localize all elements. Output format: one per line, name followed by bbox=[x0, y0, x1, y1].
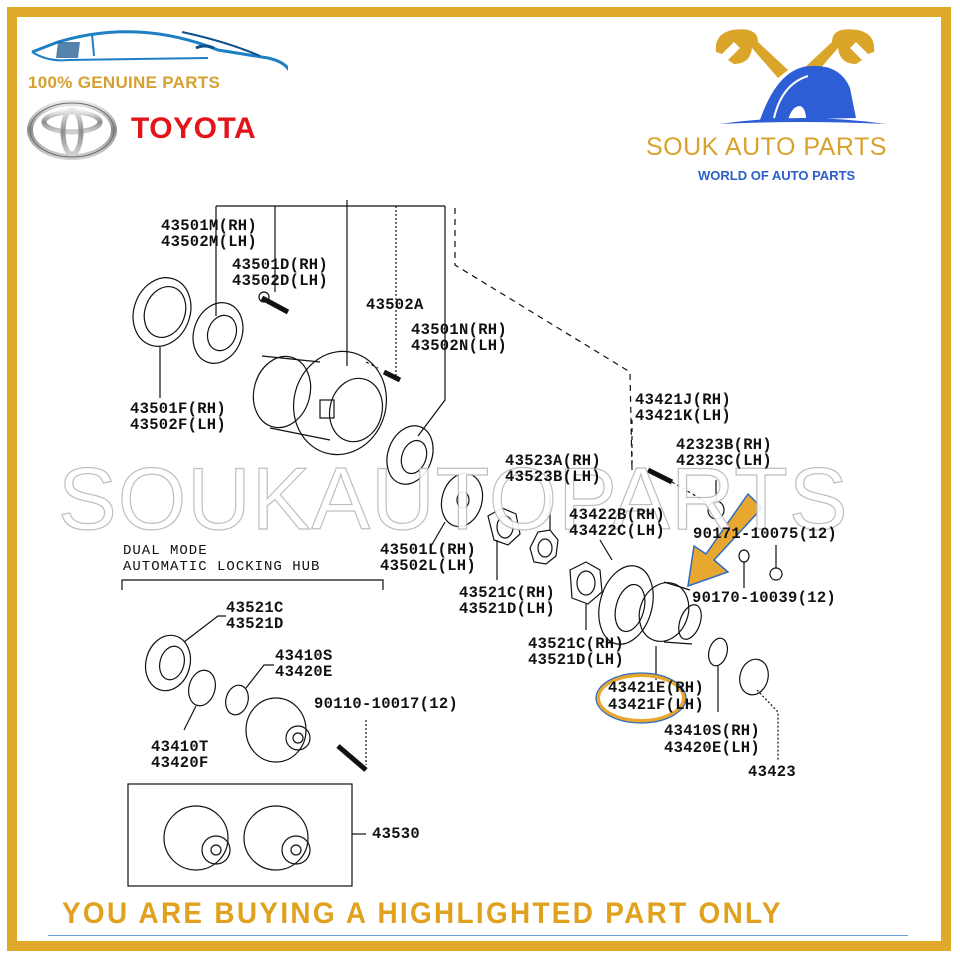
highlight-ring bbox=[596, 673, 686, 723]
part-label: 43410S bbox=[275, 647, 333, 665]
part-label: 43502L(LH) bbox=[380, 557, 477, 575]
footer-divider bbox=[48, 935, 908, 936]
part-label: 43521D(LH) bbox=[459, 600, 556, 618]
part-label: 43523A(RH) bbox=[505, 452, 602, 470]
seller-name: SOUK AUTO PARTS bbox=[646, 133, 887, 161]
genuine-parts-label: 100% GENUINE PARTS bbox=[28, 73, 221, 92]
part-label: 43502F(LH) bbox=[130, 416, 227, 434]
highlighted-part-label-lh: 43421F(LH) bbox=[608, 696, 705, 714]
part-label: 43501M(RH) bbox=[161, 217, 258, 235]
seller-tagline: WORLD OF AUTO PARTS bbox=[698, 168, 856, 183]
part-label: 43521C(RH) bbox=[528, 635, 625, 653]
part-label: 43421J(RH) bbox=[635, 391, 732, 409]
gold-frame bbox=[7, 7, 951, 951]
part-label: 43502D(LH) bbox=[232, 272, 329, 290]
part-label: 43521D(LH) bbox=[528, 651, 625, 669]
part-label: 43422C(LH) bbox=[569, 522, 666, 540]
part-label: 43410T bbox=[151, 738, 209, 756]
part-label: 43501L(RH) bbox=[380, 541, 477, 559]
part-label: 43502A bbox=[366, 296, 424, 314]
part-label: 90170-10039(12) bbox=[692, 589, 837, 607]
watermark: SOUKAUTOPARTS bbox=[57, 448, 849, 548]
part-label: 43521C(RH) bbox=[459, 584, 556, 602]
highlighted-part-label-rh: 43421E(RH) bbox=[608, 679, 705, 697]
part-label: 43530 bbox=[372, 825, 421, 843]
part-label: 43501D(RH) bbox=[232, 256, 329, 274]
purchase-notice: YOU ARE BUYING A HIGHLIGHTED PART ONLY bbox=[62, 897, 783, 930]
highlight-arrow-icon bbox=[687, 492, 764, 588]
part-label: 43422B(RH) bbox=[569, 506, 666, 524]
part-label: 43521C bbox=[226, 599, 284, 617]
part-label: 43502M(LH) bbox=[161, 233, 258, 251]
car-silhouette-icon bbox=[31, 30, 288, 72]
part-label: 43420E(LH) bbox=[664, 739, 761, 757]
part-label: 43421K(LH) bbox=[635, 407, 732, 425]
part-label: 43420F bbox=[151, 754, 209, 772]
part-label: 43502N(LH) bbox=[411, 337, 508, 355]
section-title: AUTOMATIC LOCKING HUB bbox=[123, 559, 321, 575]
part-label: 90110-10017(12) bbox=[314, 695, 459, 713]
part-label: 43410S(RH) bbox=[664, 722, 761, 740]
part-label: 43523B(LH) bbox=[505, 468, 602, 486]
section-title: DUAL MODE bbox=[123, 543, 208, 559]
part-label: 43501N(RH) bbox=[411, 321, 508, 339]
souk-logo-icon bbox=[715, 29, 886, 124]
part-label: 90171-10075(12) bbox=[693, 525, 838, 543]
part-label: 43423 bbox=[748, 763, 797, 781]
toyota-brand-label: TOYOTA bbox=[131, 112, 257, 145]
part-label: 43521D bbox=[226, 615, 284, 633]
part-label: 43501F(RH) bbox=[130, 400, 227, 418]
part-label: 42323B(RH) bbox=[676, 436, 773, 454]
toyota-emblem-icon bbox=[27, 100, 117, 160]
part-label: 42323C(LH) bbox=[676, 452, 773, 470]
part-label: 43420E bbox=[275, 663, 333, 681]
